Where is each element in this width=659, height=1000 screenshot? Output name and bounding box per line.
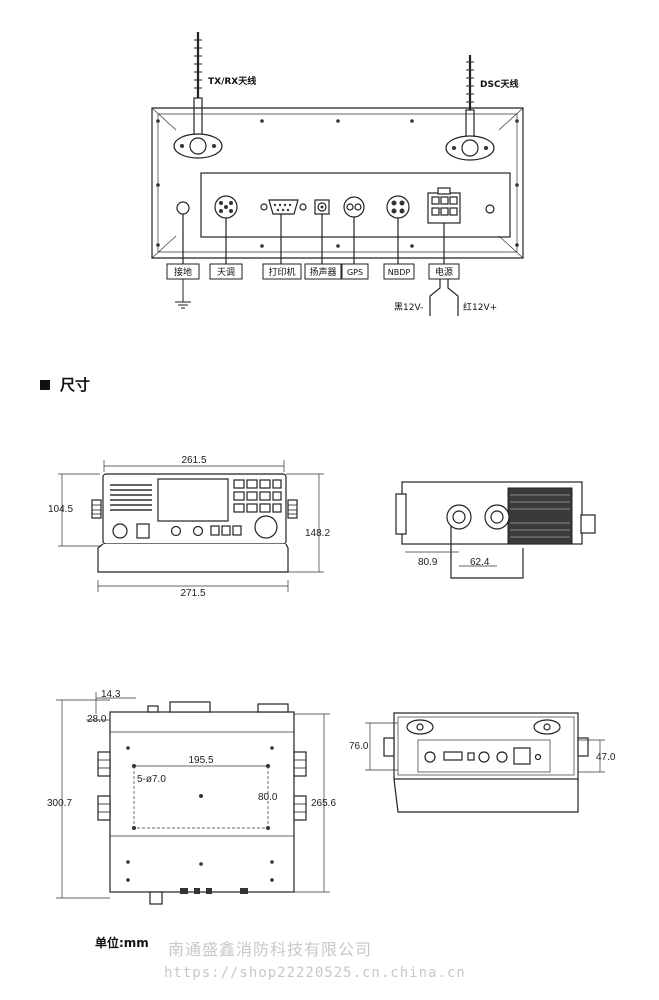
- dim-front-width-top: 261.5: [181, 455, 206, 466]
- wire-black-label: 黑12V-: [394, 302, 423, 313]
- dim-front-height-left: 104.5: [48, 504, 73, 515]
- label-gps: GPS: [347, 268, 363, 277]
- section-title-text: 尺寸: [60, 376, 91, 394]
- ground-terminal: [176, 201, 190, 215]
- front-main-knob: [254, 515, 278, 539]
- dim-top-d1: 14.3: [101, 689, 121, 700]
- dim-top-d2: 28.0: [87, 714, 107, 725]
- section-title: 尺寸: [40, 374, 90, 395]
- side-heatsink: [507, 487, 573, 545]
- front-view: 261.5 271.5 104.5 148.2: [48, 455, 330, 599]
- wire-red-label: 红12V+: [463, 301, 497, 313]
- speaker-jack: [314, 199, 330, 215]
- dsc-antenna-mount: [445, 135, 495, 161]
- dim-top-depth-total: 300.7: [47, 798, 72, 809]
- dim-side-a: 80.9: [418, 557, 438, 568]
- dim-front-width-bottom: 271.5: [180, 588, 205, 599]
- tuner-connector: [214, 195, 238, 219]
- label-speaker: 扬声器: [309, 266, 336, 278]
- label-nbdp: NBDP: [388, 268, 411, 277]
- watermark-company: 南通盛鑫消防科技有限公司: [168, 940, 373, 959]
- ground-symbol: [175, 278, 191, 309]
- gps-connector: [343, 196, 365, 218]
- rear-panel-diagram: TX/RX天线 DSC天线: [151, 32, 524, 316]
- txrx-antenna-mount: [173, 133, 223, 159]
- power-connector: [427, 187, 461, 224]
- label-tuner: 天调: [217, 267, 235, 278]
- dsc-antenna-label: DSC天线: [480, 78, 519, 90]
- front-speaker-grille: [110, 484, 152, 511]
- dim-top-hole-spacing: 195.5: [188, 755, 213, 766]
- printer-connector: [260, 199, 307, 215]
- watermark-url: https://shop22220525.cn.china.cn: [164, 965, 466, 981]
- label-ground: 接地: [174, 266, 192, 278]
- dim-top-depth-inner: 265.6: [311, 798, 336, 809]
- dim-side-b: 62.4: [470, 557, 490, 568]
- front-display: [157, 478, 229, 522]
- dim-rear-right: 47.0: [596, 752, 616, 763]
- rear-view: 76.0 47.0: [349, 712, 616, 813]
- unit-note: 单位:mm: [95, 936, 149, 950]
- section-bullet-icon: [40, 379, 50, 390]
- dim-front-height-right: 148.2: [305, 528, 330, 539]
- side-view: 80.9 62.4: [395, 481, 596, 579]
- label-printer: 打印机: [268, 266, 295, 278]
- label-power: 电源: [435, 266, 453, 278]
- front-keypad: [233, 479, 282, 513]
- txrx-antenna-label: TX/RX天线: [208, 75, 256, 87]
- power-wires: [429, 279, 459, 316]
- dim-top-holes: 5-ø7.0: [137, 774, 166, 785]
- top-view: 14.3 28.0 300.7 265.6: [47, 689, 336, 905]
- dim-top-hole-depth: 80.0: [258, 792, 278, 803]
- dsc-antenna: [465, 55, 475, 141]
- txrx-antenna: [193, 32, 203, 139]
- dim-rear-left: 76.0: [349, 741, 369, 752]
- nbdp-connector: [386, 195, 410, 219]
